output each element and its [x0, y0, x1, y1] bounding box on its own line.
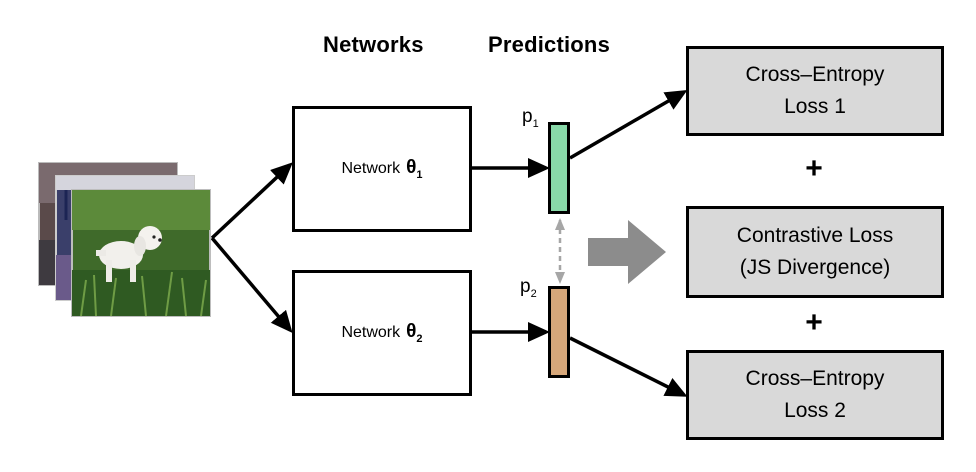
network-1-box: Network θ1 — [292, 106, 472, 232]
arrow-images-to-network-1 — [210, 162, 293, 240]
network-2-label: Network — [341, 324, 401, 341]
loss-1-line2: Loss 1 — [784, 95, 846, 118]
prediction-1-bar — [548, 122, 570, 214]
cross-entropy-loss-2-box: Cross–Entropy Loss 2 — [686, 350, 944, 440]
loss-2-line2: Loss 2 — [784, 399, 846, 422]
plus-sign-1: + — [805, 152, 823, 185]
arrow-p1-to-loss-1 — [569, 89, 688, 160]
loss-1-line1: Cross–Entropy — [745, 63, 885, 86]
arrow-images-to-network-2 — [210, 236, 293, 334]
dog-photo-stack-icon — [36, 160, 216, 320]
plus-sign-2: + — [805, 306, 823, 339]
networks-header: Networks — [323, 32, 424, 57]
loss-2-line1: Cross–Entropy — [745, 367, 885, 390]
contrastive-loss-box: Contrastive Loss (JS Divergence) — [686, 206, 944, 298]
theta-2-symbol: θ2 — [406, 321, 423, 345]
network-1-label: Network — [341, 160, 401, 177]
big-gray-arrow — [588, 220, 666, 284]
cross-entropy-loss-1-box: Cross–Entropy Loss 1 — [686, 46, 944, 136]
theta-1-symbol: θ1 — [406, 157, 423, 181]
p1-label: p1 — [522, 106, 539, 130]
loss-contrastive-line2: (JS Divergence) — [739, 256, 891, 279]
prediction-2-bar — [548, 286, 570, 378]
loss-contrastive-line1: Contrastive Loss — [736, 224, 894, 247]
arrow-p2-to-loss-2 — [569, 336, 688, 397]
network-2-box: Network θ2 — [292, 270, 472, 396]
p2-label: p2 — [520, 276, 537, 300]
predictions-header: Predictions — [488, 32, 611, 57]
